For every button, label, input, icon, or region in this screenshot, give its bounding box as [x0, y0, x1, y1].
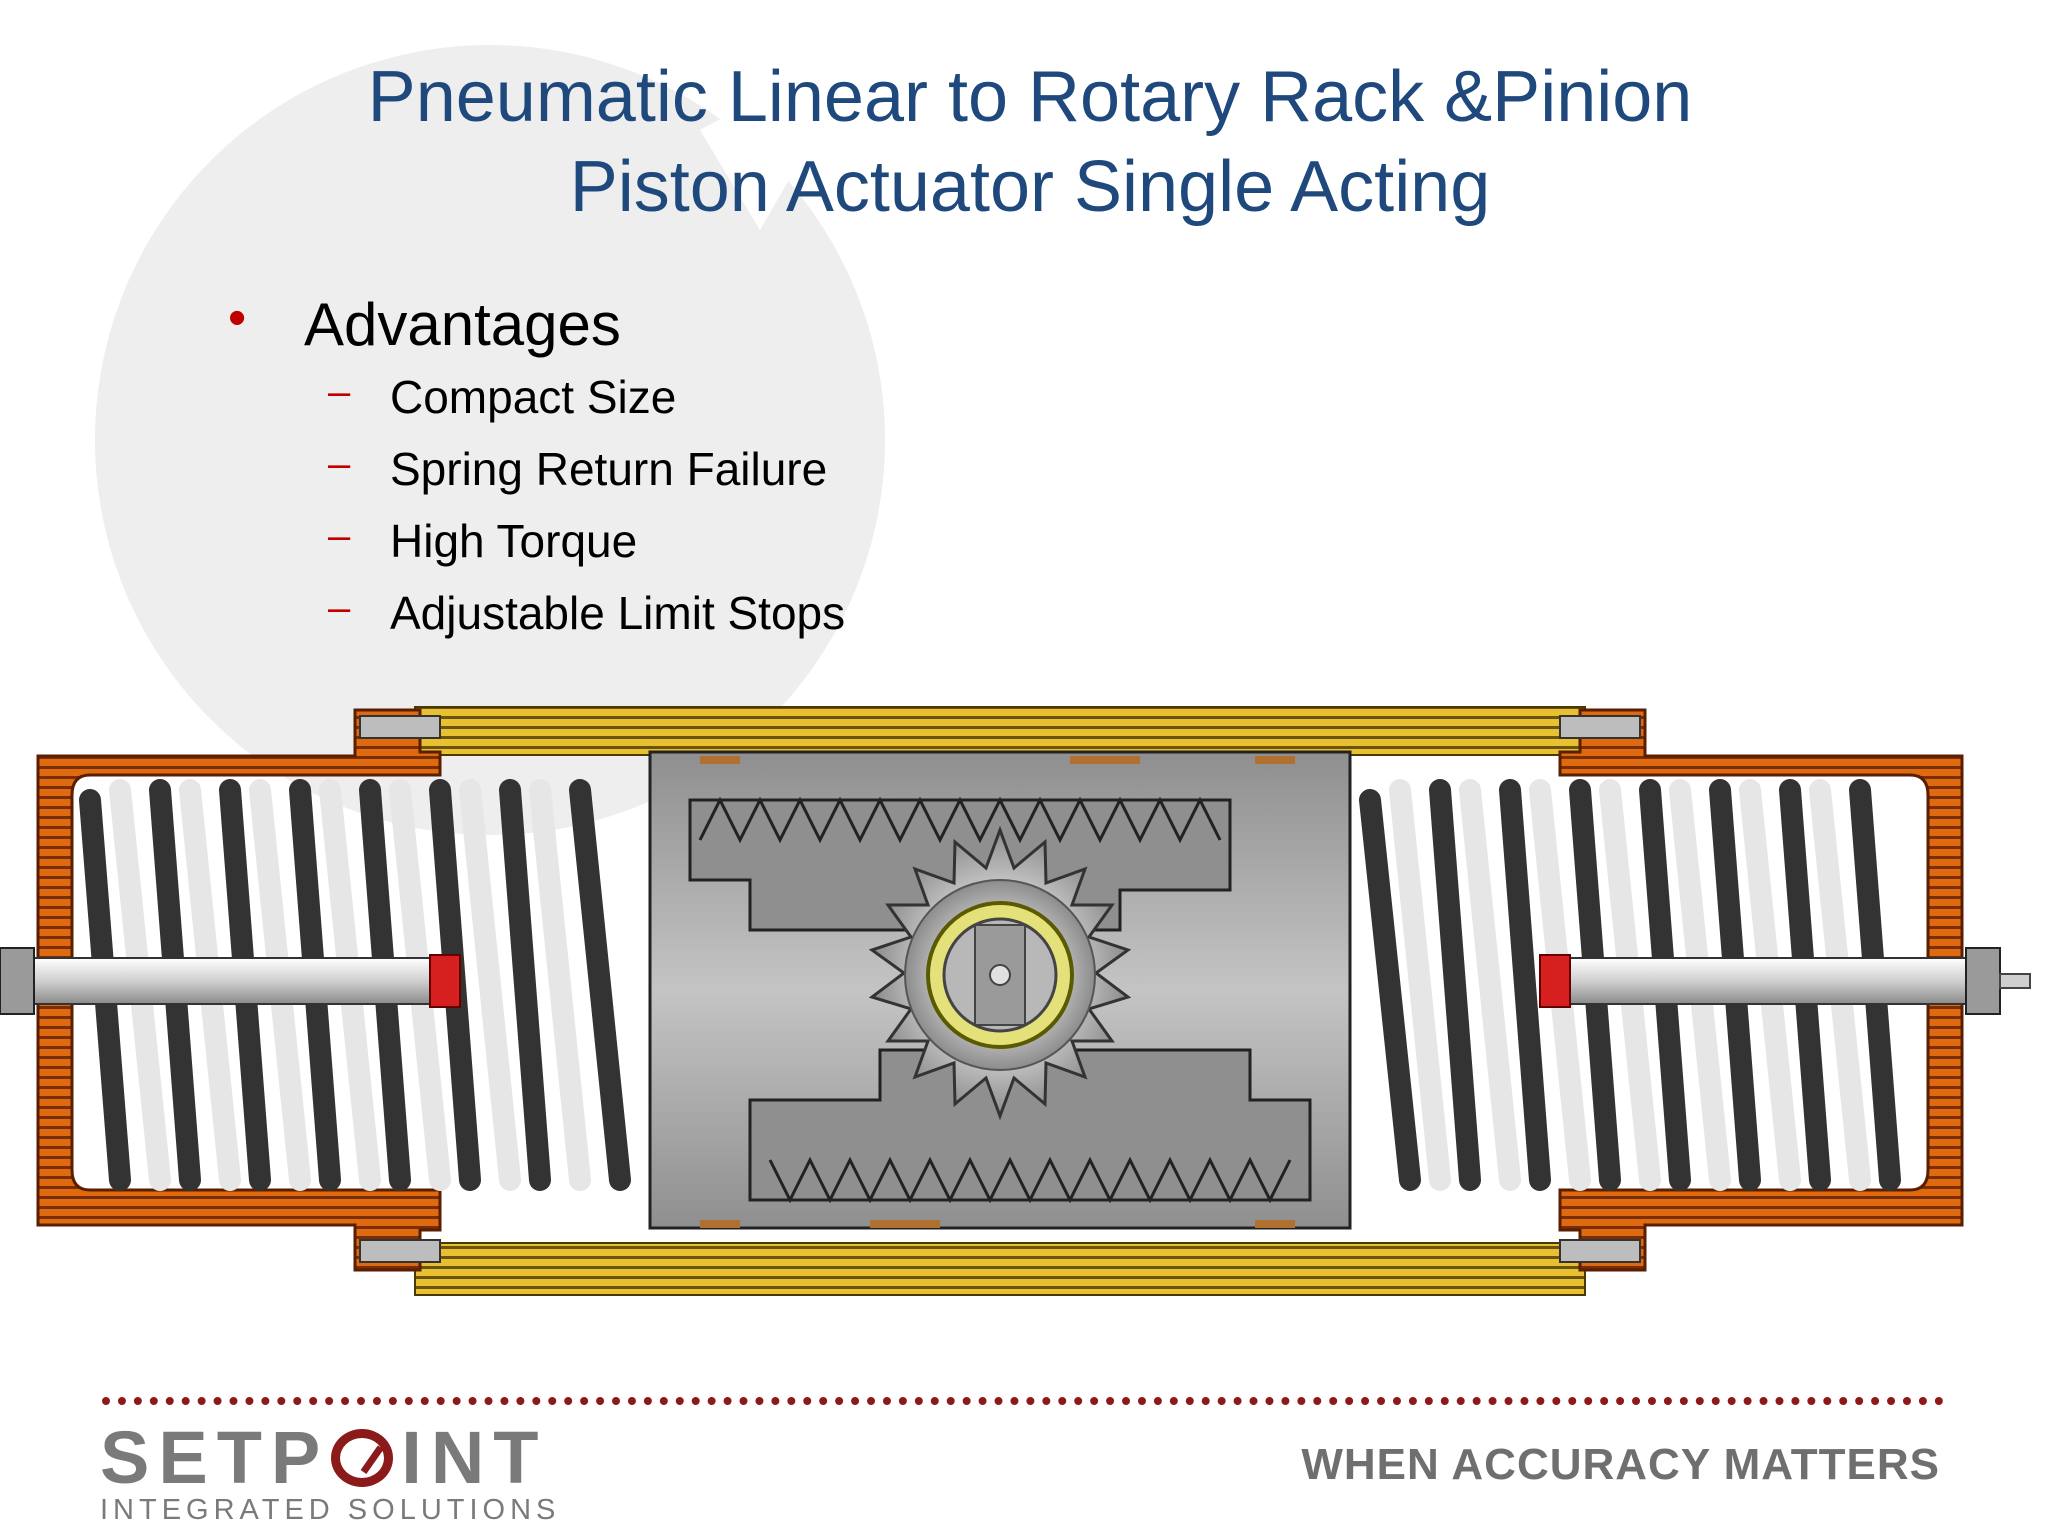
logo-subtitle: INTEGRATED SOLUTIONS [100, 1494, 561, 1526]
wear-band [1070, 756, 1140, 764]
pinion-center [989, 964, 1011, 986]
wear-band [1255, 756, 1295, 764]
rack-upper-teeth [698, 796, 1222, 844]
end-cap-right [1558, 708, 1964, 1272]
cap-bolt [1559, 715, 1641, 739]
wear-band [870, 1220, 940, 1228]
sub-marker: – [328, 370, 351, 414]
title-line-1: Pneumatic Linear to Rotary Rack &Pinion [367, 57, 1693, 137]
actuator-cutaway-diagram [0, 706, 2031, 1296]
rack-lower-teeth [768, 1156, 1292, 1204]
cap-bolt [359, 1239, 441, 1263]
shaft-tip [1999, 973, 2031, 989]
logo-wordmark: SETP INT [100, 1418, 560, 1498]
setpoint-logo: SETP INT INTEGRATED SOLUTIONS [100, 1418, 560, 1527]
limit-stop-nut-right [1965, 947, 2001, 1015]
bullet-marker: • [228, 289, 247, 347]
end-cap-left [36, 708, 442, 1272]
logo-gauge-icon [331, 1429, 394, 1487]
footer-divider [102, 1397, 1944, 1405]
title-line-2: Piston Actuator Single Acting [569, 147, 1491, 227]
logo-part-1: SETP [100, 1416, 330, 1499]
tagline: WHEN ACCURACY MATTERS [1301, 1440, 1940, 1489]
sub-marker: – [328, 514, 351, 558]
cap-bolt [1559, 1239, 1641, 1263]
stop-nut-red-left [429, 954, 461, 1008]
slide-title: Pneumatic Linear to Rotary Rack &Pinion … [210, 52, 1850, 232]
sub-marker: – [328, 442, 351, 486]
wear-band [700, 756, 740, 764]
sub-item-text: Spring Return Failure [390, 443, 828, 495]
cylinder-tube-bottom [414, 1242, 1586, 1296]
wear-band [1255, 1220, 1295, 1228]
sub-item-text: High Torque [390, 515, 638, 567]
cylinder-tube-top [414, 706, 1586, 756]
wear-band [700, 1220, 740, 1228]
sub-item-text: Compact Size [390, 371, 677, 423]
bullet-text: Advantages [304, 291, 621, 358]
cap-bolt [359, 715, 441, 739]
sub-item-text: Adjustable Limit Stops [390, 587, 846, 639]
stop-nut-red-right [1539, 954, 1571, 1008]
logo-part-2: INT [401, 1416, 548, 1499]
pinion-slot [974, 924, 1026, 1026]
limit-stop-shaft-right [1559, 957, 1981, 1005]
limit-stop-shaft-left [19, 957, 441, 1005]
limit-stop-nut-left [0, 947, 35, 1015]
sub-marker: – [328, 586, 351, 630]
